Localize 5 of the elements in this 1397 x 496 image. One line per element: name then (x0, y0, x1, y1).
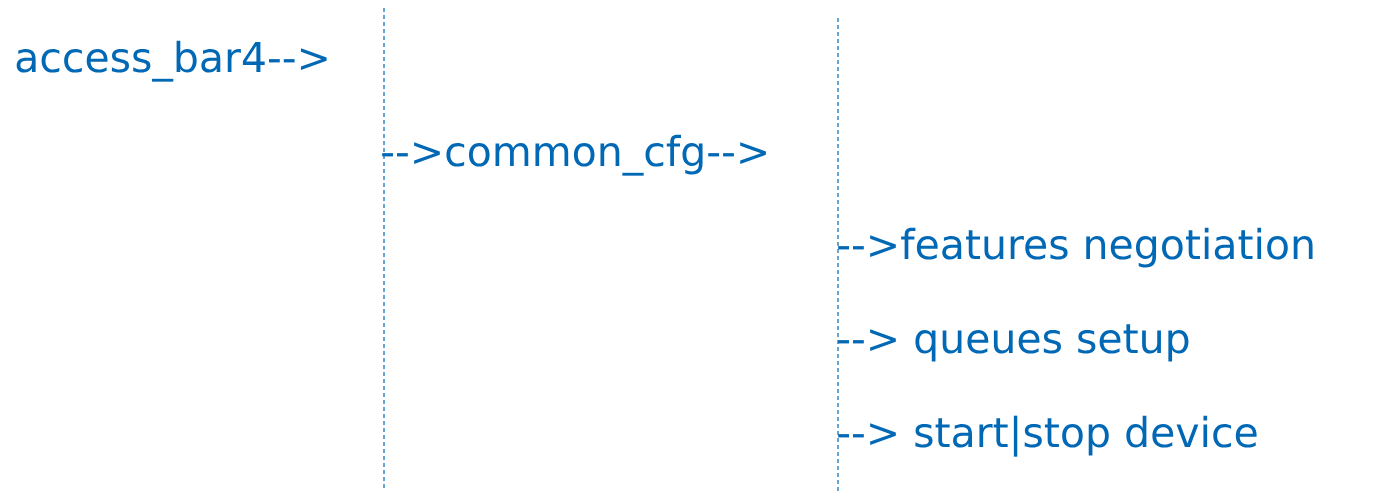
step-label: access_bar4--> (16, 40, 327, 82)
step-label: -->features negotiation (838, 227, 1313, 268)
step-label: -->common_cfg--> (382, 134, 766, 176)
step-label: --> start|stop device (838, 415, 1257, 457)
step-label: --> queues setup (838, 324, 1189, 362)
